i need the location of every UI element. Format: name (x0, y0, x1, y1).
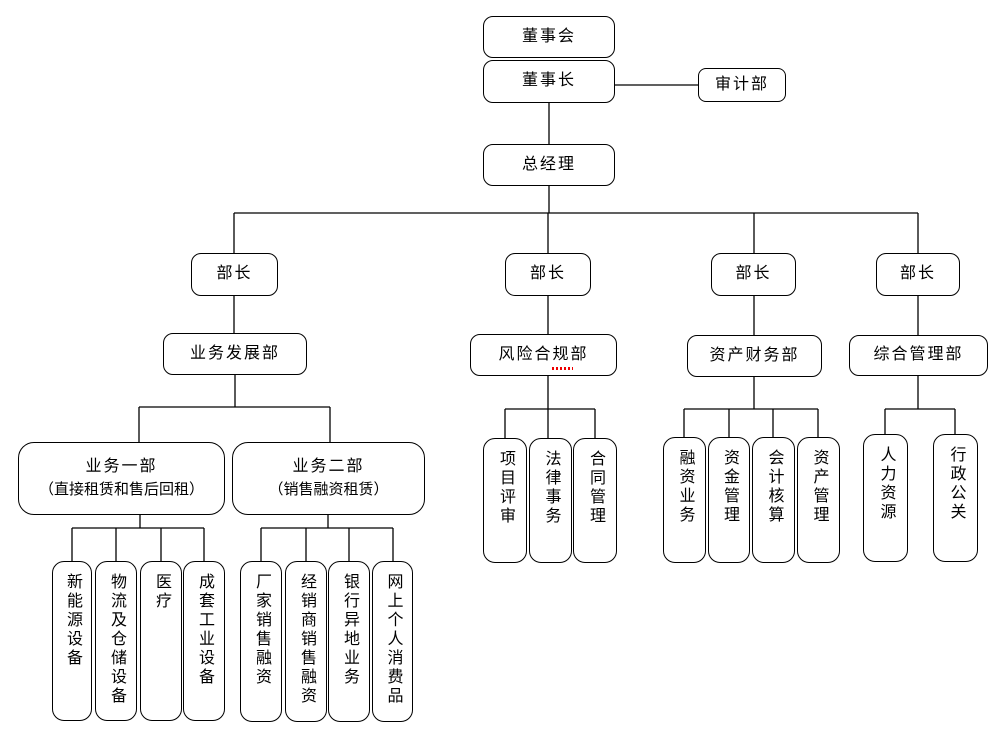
node-dealer-sales-financing: 经销商销售融资 (285, 561, 327, 722)
node-industrial-equipment-sets: 成套工业设备 (183, 561, 225, 721)
node-project-review: 项目评审 (483, 438, 527, 563)
leaf-label: 银行异地业务 (341, 573, 358, 687)
node-business-dev-dept: 业务发展部 (163, 333, 307, 375)
leaf-label: 行政公关 (947, 446, 965, 522)
business-unit-1-title: 业务一部 (85, 457, 158, 475)
node-online-consumer-goods: 网上个人消费品 (372, 561, 413, 722)
leaf-label: 合同管理 (587, 450, 604, 526)
leaf-label: 网上个人消费品 (384, 573, 402, 706)
node-accounting: 会计核算 (752, 437, 795, 563)
leaf-label: 会计核算 (765, 449, 783, 525)
leaf-label: 物流及仓储设备 (108, 573, 125, 706)
node-general-admin-dept: 综合管理部 (849, 335, 988, 376)
node-risk-compliance-dept: 风险合规部 (470, 334, 617, 376)
node-general-manager: 总经理 (483, 144, 615, 186)
node-business-unit-2: 业务二部 （销售融资租赁） (232, 442, 425, 515)
leaf-label: 资金管理 (721, 449, 738, 525)
node-new-energy-equipment: 新能源设备 (52, 561, 92, 721)
leaf-label: 法律事务 (542, 450, 560, 526)
node-minister-2: 部长 (505, 253, 591, 296)
business-unit-2-title: 业务二部 (292, 457, 365, 475)
leaf-label: 人力资源 (877, 446, 895, 522)
leaf-label: 新能源设备 (64, 573, 81, 668)
leaf-label: 经销商销售融资 (298, 573, 315, 706)
leaf-label: 成套工业设备 (196, 573, 213, 687)
node-audit-dept: 审计部 (698, 68, 786, 102)
leaf-label: 资产管理 (810, 449, 828, 525)
node-minister-1: 部长 (191, 253, 278, 296)
node-board: 董事会 (483, 16, 615, 58)
node-contract-management: 合同管理 (573, 438, 617, 563)
node-logistics-warehouse-equipment: 物流及仓储设备 (95, 561, 137, 721)
leaf-label: 融资业务 (676, 449, 694, 525)
leaf-label: 医疗 (153, 573, 170, 611)
node-medical: 医疗 (140, 561, 182, 721)
node-minister-3: 部长 (711, 253, 796, 296)
node-chairman: 董事长 (483, 60, 615, 103)
node-fund-management: 资金管理 (708, 437, 750, 563)
spellcheck-underline (552, 367, 573, 370)
leaf-label: 厂家销售融资 (253, 573, 270, 687)
business-unit-1-subtitle: （直接租赁和售后回租） (38, 481, 204, 498)
node-manufacturer-sales-financing: 厂家销售融资 (240, 561, 282, 722)
node-business-unit-1: 业务一部 （直接租赁和售后回租） (18, 442, 225, 515)
node-minister-4: 部长 (876, 253, 960, 296)
node-human-resources: 人力资源 (863, 434, 908, 562)
node-asset-finance-dept: 资产财务部 (687, 335, 822, 377)
node-asset-management: 资产管理 (797, 437, 840, 563)
node-legal-affairs: 法律事务 (529, 438, 572, 563)
business-unit-2-subtitle: （销售融资租赁） (268, 481, 389, 498)
leaf-label: 项目评审 (497, 450, 514, 526)
node-admin-public-relations: 行政公关 (933, 434, 978, 562)
node-financing-business: 融资业务 (663, 437, 706, 563)
node-bank-remote-business: 银行异地业务 (328, 561, 370, 722)
